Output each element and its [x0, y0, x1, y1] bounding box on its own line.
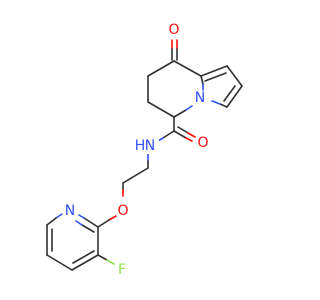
label-background: [192, 90, 208, 106]
bond: [71, 254, 99, 271]
atom-label: N: [195, 90, 205, 106]
bond: [204, 72, 227, 82]
bond: [173, 109, 187, 118]
bond: [173, 130, 187, 139]
bond: [81, 224, 95, 233]
bond: [177, 126, 189, 134]
bond: [106, 259, 115, 265]
label-background: [195, 135, 211, 151]
bond: [97, 254, 108, 261]
bond: [185, 137, 193, 142]
atom-f: F: [114, 262, 130, 278]
molecule-structure: O N O H N O N F: [46, 22, 243, 278]
atom-label: O: [117, 203, 128, 219]
atom-label: O: [168, 22, 179, 38]
bond: [78, 214, 85, 219]
atom-nh-amide: H N: [133, 138, 159, 154]
bond: [122, 167, 149, 184]
bond: [200, 75, 204, 85]
bond: [46, 254, 73, 271]
label-background: [166, 22, 182, 38]
atom-label: F: [118, 262, 126, 278]
bond: [200, 65, 228, 77]
bond: [83, 217, 99, 228]
bonds: [46, 39, 243, 271]
bond: [226, 85, 243, 108]
bond: [162, 130, 175, 139]
label-background: [133, 138, 159, 154]
label-background: [115, 203, 131, 219]
atom-o-ether: O: [115, 203, 131, 219]
label-background: [62, 203, 78, 219]
bond: [226, 65, 243, 87]
bond: [97, 219, 110, 228]
bond: [108, 215, 117, 221]
atom-label: O: [197, 135, 208, 151]
bond: [147, 101, 175, 118]
bond: [72, 250, 95, 264]
bond: [185, 105, 193, 111]
bond: [173, 60, 202, 77]
atom-label-n: N: [145, 138, 155, 154]
bond: [187, 132, 196, 138]
bond: [219, 103, 228, 108]
bond: [55, 213, 63, 219]
bond: [223, 85, 236, 102]
atom-o-amide: O: [195, 135, 211, 151]
atom-labels: O N O H N O N F: [62, 22, 211, 278]
atom-n-pyridine: N: [62, 203, 78, 219]
atom-n-ring: N: [192, 90, 208, 106]
atom-label-h: H: [135, 138, 146, 154]
bond: [211, 100, 221, 105]
atom-o-ketone: O: [166, 22, 182, 38]
atom-label: N: [65, 203, 75, 219]
bond: [147, 60, 175, 77]
bond: [75, 220, 83, 226]
label-background: [114, 262, 130, 278]
bond: [46, 217, 57, 226]
